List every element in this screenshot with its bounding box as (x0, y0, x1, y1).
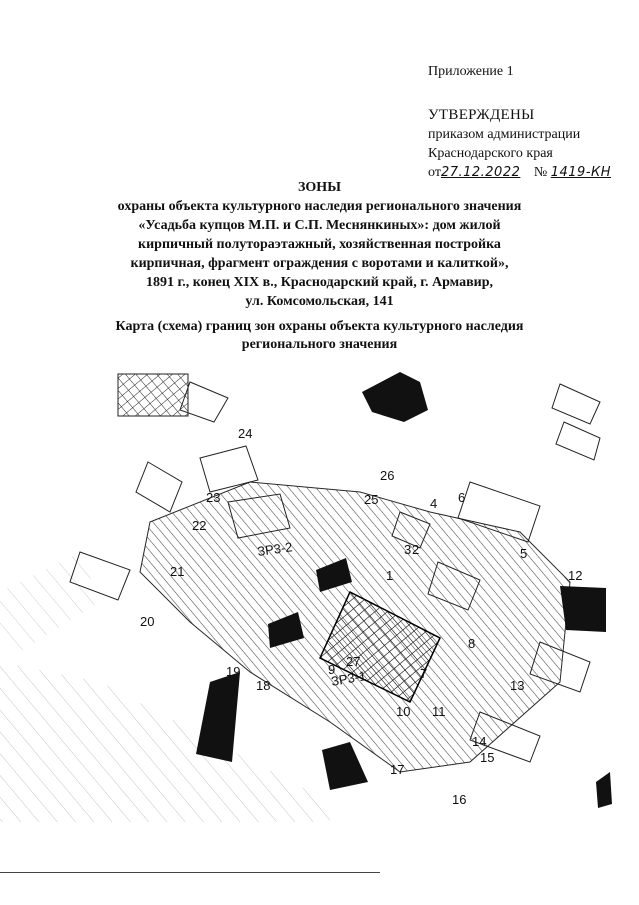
point-label: 13 (510, 678, 524, 693)
point-label: 16 (452, 792, 466, 807)
approval-stamp: УТВЕРЖДЕНЫ приказом администрации Красно… (428, 106, 611, 182)
point-label: 4 (430, 496, 437, 511)
point-label: 12 (568, 568, 582, 583)
title-line: охраны объекта культурного наследия реги… (117, 199, 522, 214)
order-date: 27.12.2022 (440, 165, 521, 180)
point-label: 5 (520, 546, 527, 561)
point-label: 8 (468, 636, 475, 651)
number-prefix: № (533, 165, 548, 180)
point-label: 15 (480, 750, 494, 765)
point-label: 27 (346, 654, 360, 669)
date-prefix: от (428, 165, 441, 180)
title-heading: ЗОНЫ (298, 180, 341, 195)
street-band (0, 552, 100, 652)
zone-map: ЗР3-1 ЗР3-2 1 2 3 4 5 6 7 8 9 10 11 12 1… (0, 372, 612, 822)
point-label: 25 (364, 492, 378, 507)
title-line: ул. Комсомольская, 141 (245, 294, 394, 309)
title-line: кирпичный полутораэтажный, хозяйственная… (138, 237, 501, 252)
appendix-label: Приложение 1 (428, 64, 514, 79)
title-line: кирпичная, фрагмент ограждения с воротам… (130, 256, 509, 271)
document-title: ЗОНЫ охраны объекта культурного наследия… (0, 178, 639, 311)
point-label: 17 (390, 762, 404, 777)
title-line: «Усадьба купцов М.П. и С.П. Меснянкиных»… (138, 218, 501, 233)
caption-line: регионального значения (241, 337, 398, 352)
point-label: 20 (140, 614, 154, 629)
caption-line: Карта (схема) границ зон охраны объекта … (115, 319, 524, 334)
point-label: 24 (238, 426, 252, 441)
point-label: 21 (170, 564, 184, 579)
zone-label: ЗР3-2 (256, 539, 293, 559)
point-label: 19 (226, 664, 240, 679)
point-label: 9 (328, 662, 335, 677)
point-label: 3 (404, 542, 411, 557)
point-label: 7 (420, 666, 427, 681)
point-label: 23 (206, 490, 220, 505)
order-number: 1419-КН (550, 165, 612, 180)
point-label: 26 (380, 468, 394, 483)
map-caption: Карта (схема) границ зон охраны объекта … (0, 318, 639, 354)
street-band (0, 662, 330, 822)
point-label: 11 (432, 704, 446, 719)
point-label: 22 (192, 518, 206, 533)
title-line: 1891 г., конец XIX в., Краснодарский кра… (145, 275, 494, 290)
point-label: 2 (412, 542, 419, 557)
approval-line-1: приказом администрации (428, 127, 581, 142)
point-label: 6 (458, 490, 465, 505)
footer-rule (0, 872, 380, 873)
point-label: 10 (396, 704, 410, 719)
point-label: 1 (386, 568, 393, 583)
zone-label: ЗР3-1 (330, 668, 367, 689)
dark-buildings (196, 372, 612, 808)
point-label: 18 (256, 678, 270, 693)
approval-date-line: от27.12.2022 № 1419-КН (428, 163, 611, 182)
approval-line-2: Краснодарского края (428, 146, 553, 161)
approval-heading: УТВЕРЖДЕНЫ (428, 107, 535, 123)
object-territory (319, 590, 441, 704)
point-label: 14 (472, 734, 486, 749)
